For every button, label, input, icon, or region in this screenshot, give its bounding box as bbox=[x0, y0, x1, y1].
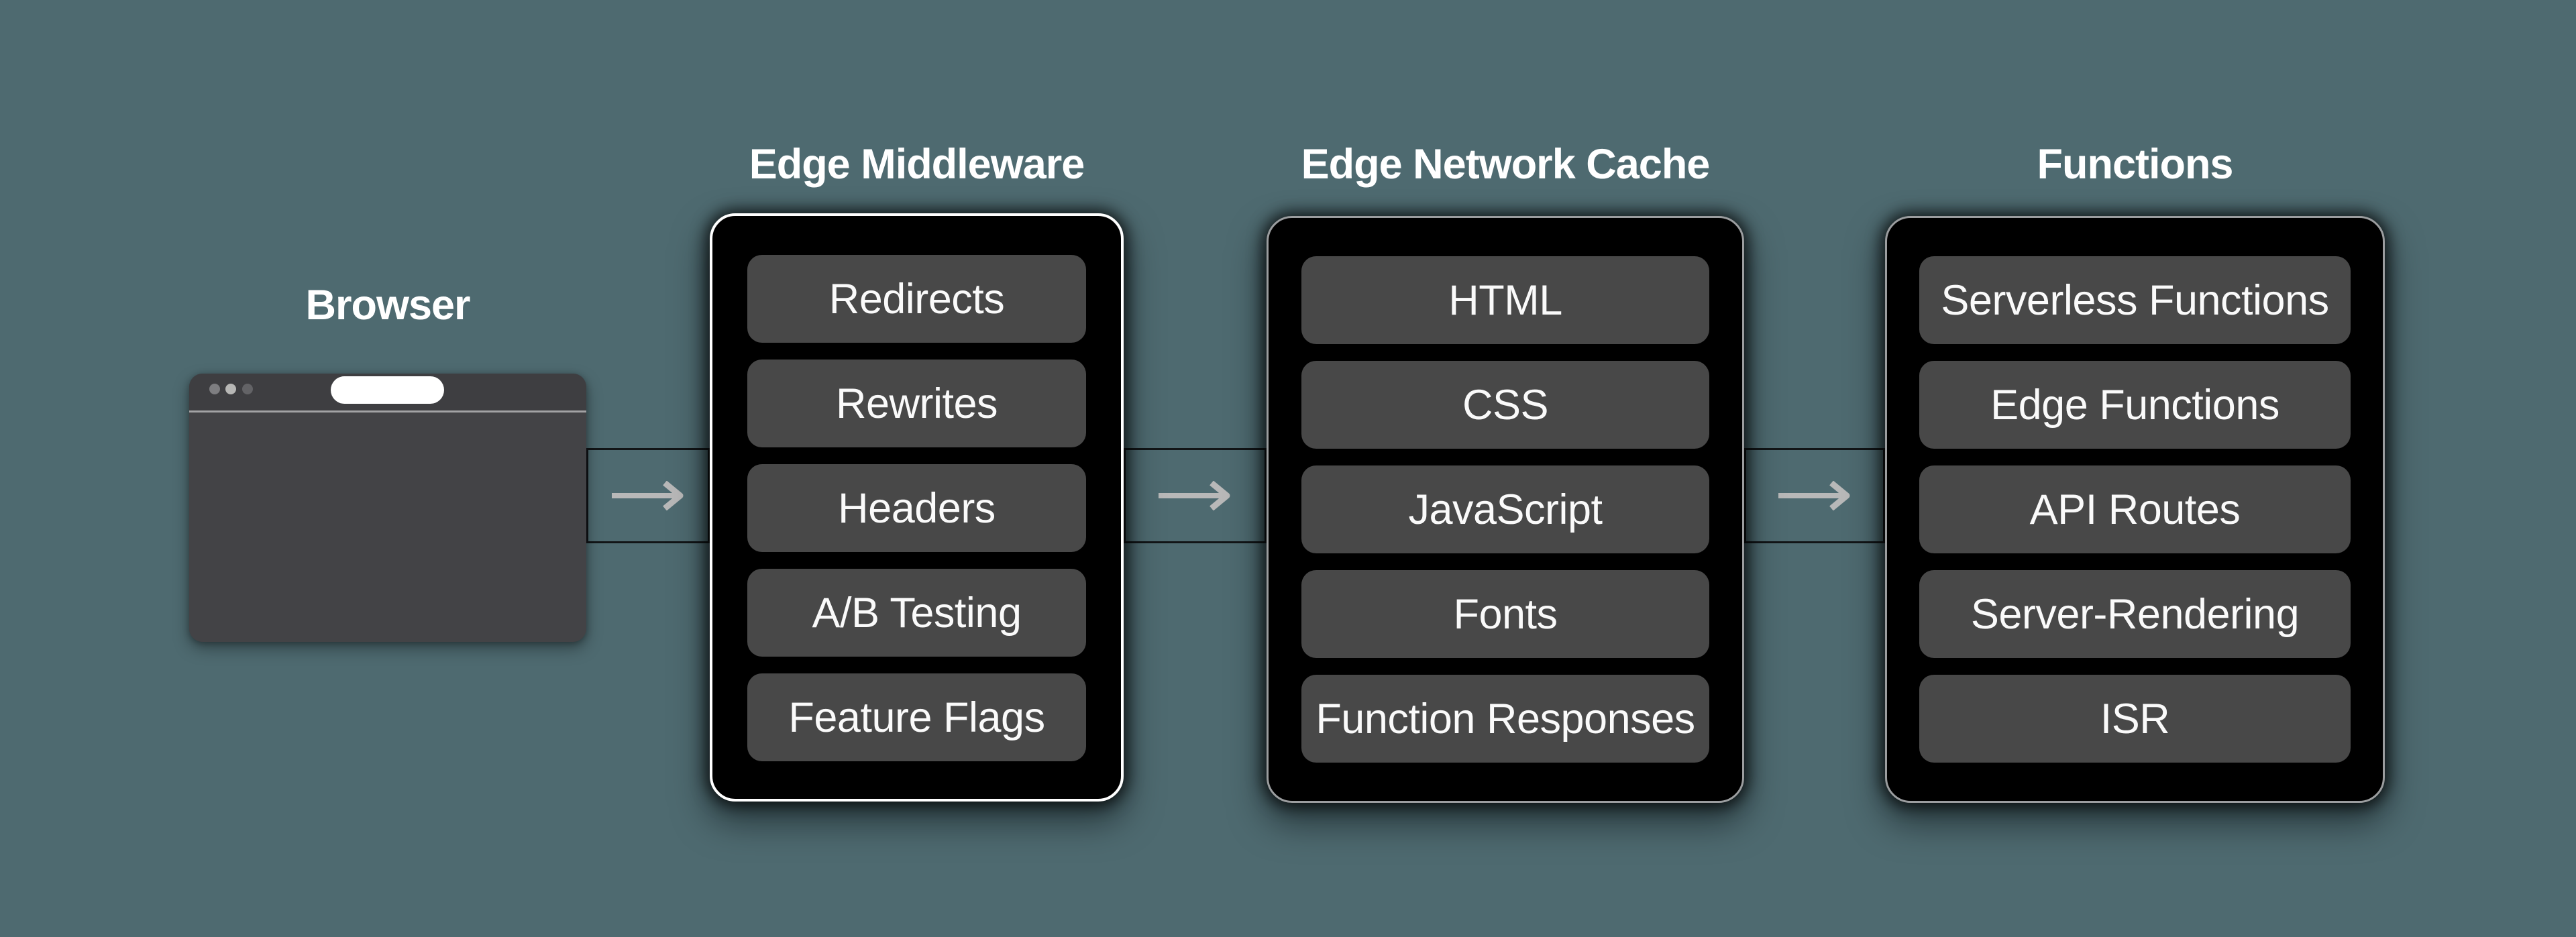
connector-rect bbox=[586, 448, 710, 543]
list-item: CSS bbox=[1301, 361, 1709, 449]
list-item: HTML bbox=[1301, 256, 1709, 344]
edge-middleware-box: Redirects Rewrites Headers A/B Testing F… bbox=[710, 213, 1124, 802]
list-item: Edge Functions bbox=[1919, 361, 2351, 449]
list-item: Fonts bbox=[1301, 570, 1709, 658]
window-control-dot-icon bbox=[209, 384, 220, 394]
functions-box: Serverless Functions Edge Functions API … bbox=[1885, 216, 2385, 803]
list-item: Rewrites bbox=[747, 360, 1086, 447]
column-title-edge-middleware: Edge Middleware bbox=[749, 141, 1085, 188]
arrow-right-icon bbox=[1159, 481, 1230, 510]
browser-window bbox=[189, 374, 586, 642]
edge-network-cache-box: HTML CSS JavaScript Fonts Function Respo… bbox=[1267, 216, 1744, 803]
browser-title: Browser bbox=[305, 282, 470, 329]
list-item: JavaScript bbox=[1301, 465, 1709, 553]
list-item: Function Responses bbox=[1301, 675, 1709, 763]
list-item: API Routes bbox=[1919, 465, 2351, 553]
window-control-dot-icon bbox=[225, 384, 236, 394]
column-title-functions: Functions bbox=[2037, 141, 2234, 188]
list-item: A/B Testing bbox=[747, 569, 1086, 657]
list-item: Redirects bbox=[747, 255, 1086, 343]
connector-rect bbox=[1744, 448, 1885, 543]
list-item: ISR bbox=[1919, 675, 2351, 763]
browser-viewport bbox=[189, 412, 586, 642]
column-title-edge-network-cache: Edge Network Cache bbox=[1301, 141, 1711, 188]
window-control-dot-icon bbox=[242, 384, 253, 394]
list-item: Server-Rendering bbox=[1919, 570, 2351, 658]
list-item: Serverless Functions bbox=[1919, 256, 2351, 344]
browser-titlebar bbox=[189, 374, 586, 412]
list-item: Headers bbox=[747, 464, 1086, 552]
connector-rect bbox=[1124, 448, 1267, 543]
arrow-right-icon bbox=[612, 481, 684, 510]
list-item: Feature Flags bbox=[747, 673, 1086, 761]
arrow-right-icon bbox=[1778, 481, 1850, 510]
url-bar bbox=[331, 376, 444, 404]
